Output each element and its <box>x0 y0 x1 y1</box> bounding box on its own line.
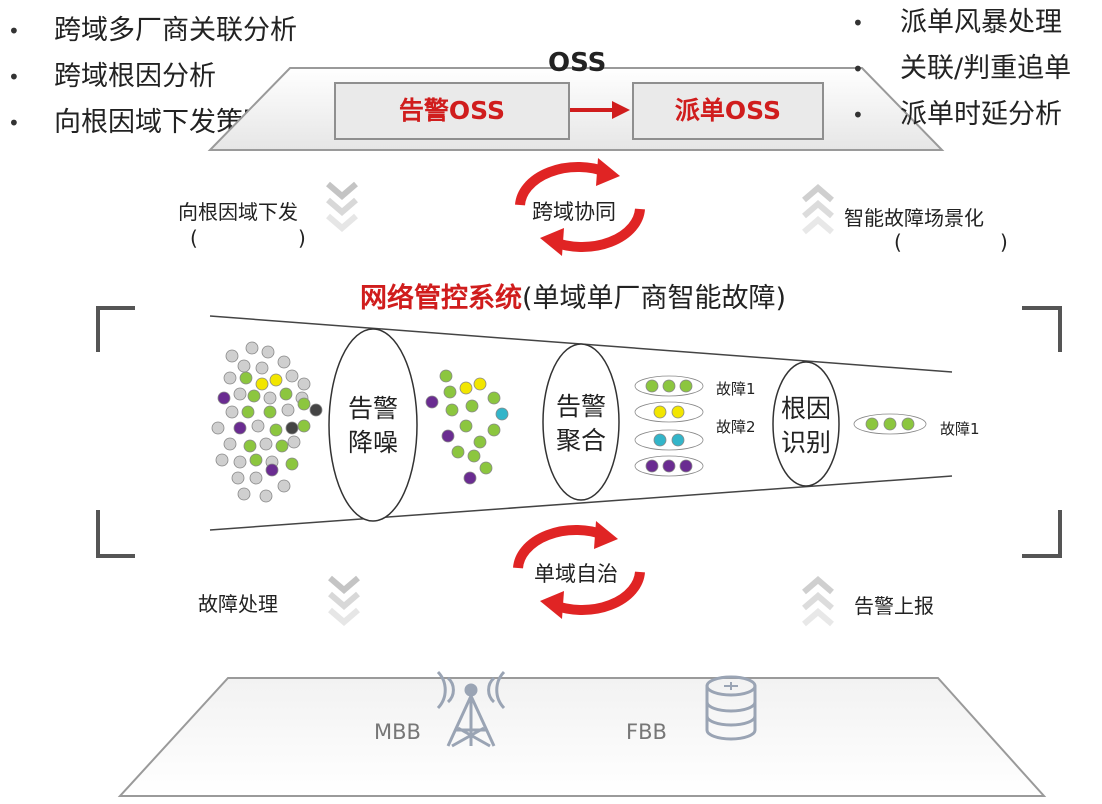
root-cause-stage <box>772 361 840 487</box>
stage-line: 告警 <box>347 394 398 423</box>
up-label: 智能故障场景化 <box>844 206 984 230</box>
fault-label: 故障1 <box>716 380 756 398</box>
router-icon <box>705 675 757 741</box>
cross-domain-cycle-icon <box>515 158 645 256</box>
bullet-icon: • <box>8 111 20 135</box>
list-item: • 跨域根因分析 <box>8 54 297 100</box>
right-bullet-text: 派单风暴处理 <box>900 7 1062 38</box>
bullet-icon: • <box>852 11 864 35</box>
list-item: • 派单风暴处理 <box>852 0 1071 46</box>
stage-line: 识别 <box>780 428 831 457</box>
reduced-alarm-cluster <box>425 369 509 485</box>
fault-label: 故障1 <box>940 420 980 438</box>
root-cause-label: 根因 识别 <box>776 392 836 460</box>
mbb-label: MBB <box>374 720 421 744</box>
single-domain-label: 单域自治 <box>534 562 618 586</box>
list-item: • 跨域多厂商关联分析 <box>8 8 297 54</box>
noise-reduction-stage <box>328 328 418 522</box>
noise-reduction-label: 告警 降噪 <box>343 392 403 460</box>
down-label: 向根因域下发 <box>178 200 298 224</box>
stage-line: 聚合 <box>555 426 606 455</box>
list-item: • 派单时延分析 <box>852 92 1071 138</box>
alarm-report-label: 告警上报 <box>854 594 934 618</box>
stage-line: 降噪 <box>347 428 398 457</box>
raw-alarm-cluster <box>211 341 323 503</box>
bullet-icon: • <box>852 103 864 127</box>
left-bullet-text: 跨域根因分析 <box>54 61 216 92</box>
oss-flow-arrow <box>570 101 630 119</box>
cross-domain-label: 跨域协同 <box>532 200 616 224</box>
fault-handling-label: 故障处理 <box>198 592 278 616</box>
aggregation-label: 告警 聚合 <box>551 390 611 458</box>
paren-close: ) <box>1000 230 1008 254</box>
down-chevron-icon <box>326 181 358 232</box>
paren-open: ( <box>190 226 198 250</box>
network-platform <box>117 677 1047 797</box>
down-chevron-icon <box>328 575 360 626</box>
left-bullet-text: 跨域多厂商关联分析 <box>54 15 297 46</box>
aggregated-alarm-groups <box>634 375 704 477</box>
network-control-title: 网络管控系统(单域单厂商智能故障) <box>360 276 786 315</box>
system-frame <box>96 306 1062 558</box>
title-highlight: 网络管控系统 <box>360 283 522 314</box>
oss-title: OSS <box>548 48 607 78</box>
stage-line: 告警 <box>555 392 606 421</box>
single-domain-cycle-icon <box>513 521 645 619</box>
title-rest: (单域单厂商智能故障) <box>522 283 787 314</box>
dispatch-oss-box: 派单OSS <box>632 82 824 140</box>
paren-open: ( <box>894 230 902 254</box>
up-chevron-icon <box>802 184 834 235</box>
fault-label: 故障2 <box>716 418 756 436</box>
bullet-icon: • <box>8 65 20 89</box>
radio-tower-icon <box>436 670 506 748</box>
list-item: • 关联/判重追单 <box>852 46 1071 92</box>
fbb-label: FBB <box>626 720 667 744</box>
aggregation-stage <box>542 343 620 501</box>
right-bullet-text: 派单时延分析 <box>900 99 1062 130</box>
right-bullet-text: 关联/判重追单 <box>900 53 1072 84</box>
bullet-icon: • <box>852 57 864 81</box>
paren-close: ) <box>298 226 306 250</box>
up-chevron-icon <box>802 576 834 627</box>
stage-line: 根因 <box>780 394 831 423</box>
root-cause-output <box>853 413 927 435</box>
right-feature-list: • 派单风暴处理 • 关联/判重追单 • 派单时延分析 <box>852 0 1071 138</box>
alarm-oss-box: 告警OSS <box>334 82 570 140</box>
bullet-icon: • <box>8 19 20 43</box>
